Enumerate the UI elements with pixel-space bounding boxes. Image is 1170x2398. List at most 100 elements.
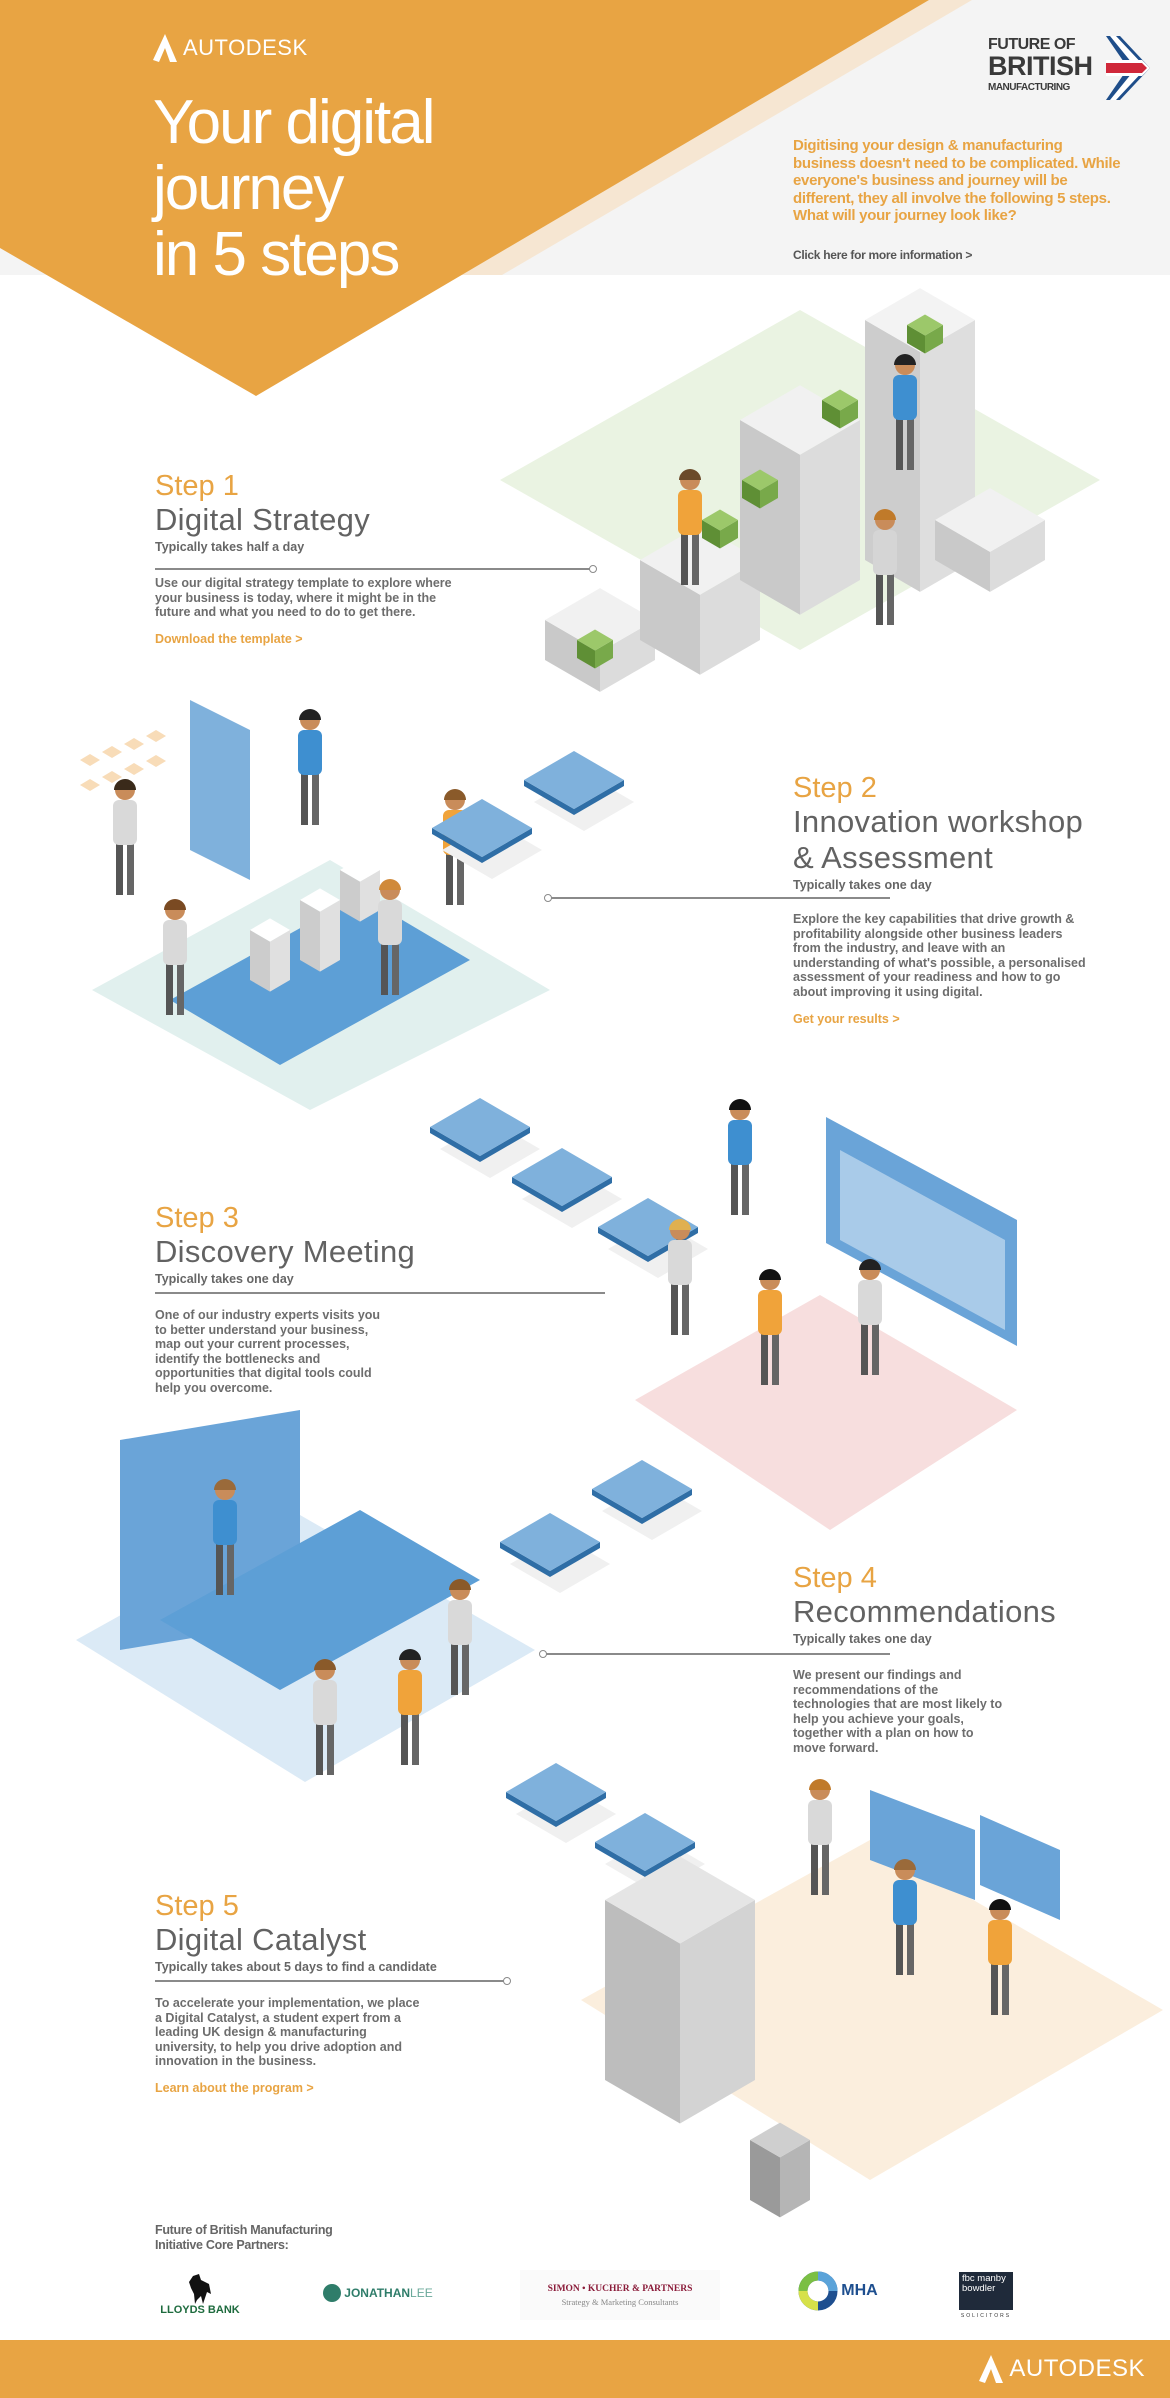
paper-stack-right (990, 520, 1045, 592)
green-cube-left (822, 400, 840, 429)
step-duration: Typically takes one day (793, 878, 932, 892)
tile-edge (430, 1127, 530, 1162)
more-info-link[interactable]: Click here for more information > (793, 248, 973, 262)
step-4-divider (539, 1650, 890, 1658)
paper-stack-right (270, 930, 290, 992)
tile-edge (500, 1542, 600, 1577)
paper-stack-top (250, 918, 290, 942)
desk (160, 1510, 480, 1690)
fbm-line2: BRITISH (988, 51, 1093, 81)
autodesk-wordmark: AUTODESK (183, 35, 308, 60)
person-figure (678, 469, 702, 585)
tile-edge (592, 1489, 692, 1524)
green-cube-left (907, 325, 925, 354)
fbm-line1: FUTURE OF (988, 36, 1076, 53)
step-number: Step 5 (155, 1890, 239, 1922)
jonathan-lee-icon (323, 2284, 342, 2302)
black-horse-icon (189, 2274, 211, 2304)
partners-label: Future of British Manufacturing Initiati… (155, 2223, 333, 2252)
dashboard-screen-inner (840, 1150, 1005, 1330)
paper-stack-right (800, 420, 860, 615)
mha-ring-icon (798, 2271, 838, 2311)
future-of-british-manufacturing-logo: FUTURE OF BRITISH MANUFACTURING (988, 36, 1152, 100)
person-figure (398, 1649, 422, 1765)
paper-stack-top (340, 858, 380, 882)
green-cube-left (742, 480, 760, 509)
person-figure (298, 709, 322, 825)
step-5-divider (155, 1977, 511, 1985)
autodesk-logo-icon (153, 34, 177, 62)
green-cube-top (742, 469, 778, 491)
autodesk-logo-icon (979, 2355, 1004, 2383)
paper-stack-right (360, 870, 380, 922)
step-duration: Typically takes about 5 days to find a c… (155, 1960, 437, 1974)
step-duration: Typically takes one day (793, 1632, 932, 1646)
cad-screen (870, 1790, 975, 1900)
cnc-machine-left (605, 1900, 680, 2124)
blue-step-tile (500, 1513, 600, 1571)
person-figure (808, 1779, 832, 1895)
blue-step-tile (595, 1813, 695, 1871)
footer-autodesk-logo: AUTODESK (979, 2355, 1145, 2383)
green-cube-left (577, 640, 595, 669)
green-cube-left (702, 520, 720, 549)
step-title: Recommendations (793, 1594, 1056, 1629)
person-figure (873, 509, 897, 625)
green-cube-right (925, 325, 943, 354)
step-description: To accelerate your implementation, we pl… (155, 1996, 420, 2069)
page-title: Your digital journey in 5 steps (153, 90, 573, 288)
robot-arm-base-top (750, 2122, 810, 2158)
step-title: Innovation workshop & Assessment (793, 804, 1084, 875)
get-results-link[interactable]: Get your results > (793, 1011, 900, 1026)
whiteboard-screen (190, 700, 250, 880)
tile-edge (512, 1177, 612, 1212)
blue-step-tile (592, 1460, 692, 1518)
step-number: Step 1 (155, 470, 239, 502)
blue-step-tile (430, 1098, 530, 1156)
header-accent-stripe (461, 0, 972, 275)
cnc-machine-right (680, 1900, 755, 2124)
person-figure (728, 1099, 752, 1215)
person-figure (213, 1479, 237, 1595)
header-orange-shape (0, 0, 929, 396)
autodesk-wordmark: AUTODESK (1009, 2355, 1145, 2382)
step-number: Step 2 (793, 772, 877, 804)
green-cube-top (702, 509, 738, 531)
step-description: One of our industry experts visits you t… (155, 1308, 381, 1395)
paper-stack-left (935, 520, 990, 592)
step-title: Discovery Meeting (155, 1234, 416, 1269)
sticky-note (102, 746, 122, 758)
paper-stack-top (935, 488, 1045, 552)
green-cube-top (577, 629, 613, 651)
sticky-note (146, 730, 166, 742)
blue-step-tile (506, 1763, 606, 1821)
learn-program-link[interactable]: Learn about the program > (155, 2080, 314, 2095)
footer: AUTODESK (0, 2340, 1170, 2398)
paper-stack-right (320, 900, 340, 972)
lloyds-bank-logo: LLOYDS BANK (155, 2270, 245, 2320)
step-description: We present our findings and recommendati… (793, 1668, 1003, 1755)
robot-arm-base-right (780, 2140, 810, 2218)
paper-stack-top (545, 588, 655, 652)
step-description: Explore the key capabilities that drive … (793, 912, 1086, 999)
green-cube-right (840, 400, 858, 429)
green-cube-right (760, 480, 778, 509)
title-line: Your digital (153, 88, 436, 157)
step-3: Step 3 Discovery Meeting Typically takes… (155, 1202, 455, 1396)
paper-stack-top (300, 888, 340, 912)
person-figure (313, 1659, 337, 1775)
blue-step-tile (432, 799, 532, 857)
person-figure (448, 1579, 472, 1695)
step-number: Step 4 (793, 1562, 877, 1594)
step-2: Step 2 Innovation workshop & Assessment … (793, 772, 1093, 1028)
sticky-note (124, 738, 144, 750)
step-duration: Typically takes half a day (155, 540, 305, 554)
autodesk-logo: AUTODESK (153, 34, 308, 62)
step-4: Step 4 Recommendations Typically takes o… (793, 1562, 1093, 1756)
step-5: Step 5 Digital Catalyst Typically takes … (155, 1890, 495, 2097)
person-figure (378, 879, 402, 995)
download-template-link[interactable]: Download the template > (155, 631, 303, 646)
paper-stack-left (250, 930, 270, 992)
mha-logo: MHA (793, 2268, 883, 2314)
